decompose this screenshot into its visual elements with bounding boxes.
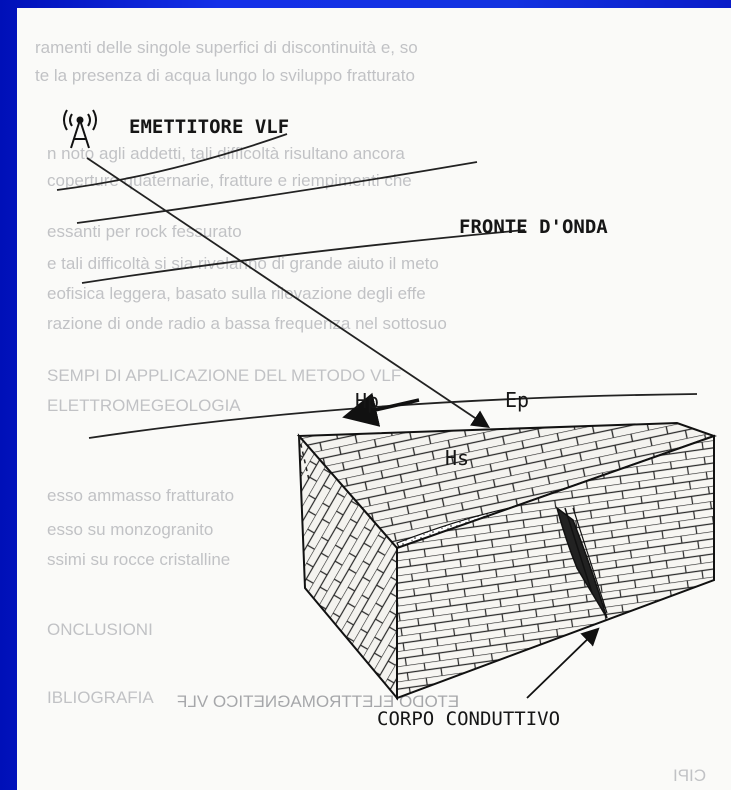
hp-label: Hp <box>355 389 380 413</box>
bleed-text-9: SEMPI DI APPLICAZIONE DEL METODO VLF <box>47 366 402 385</box>
bleed-text-15: IBLIOGRAFIA <box>47 688 154 707</box>
bleed-text-13: ssimi su rocce cristalline <box>47 550 231 569</box>
hp-arrow <box>342 392 420 427</box>
propagation-line <box>86 157 490 429</box>
ep-label: Ep <box>505 388 530 412</box>
vlf-diagram <box>56 109 718 701</box>
scanned-page: ramenti delle singole superfici di disco… <box>17 8 731 790</box>
bleed-text-5: essanti per rock fessurato <box>47 222 242 241</box>
conductor-pointer <box>526 627 600 699</box>
bleed-text-12: esso su monzogranito <box>47 520 214 539</box>
conductor-label: CORPO CONDUTTIVO <box>377 708 561 730</box>
antenna-icon <box>63 109 97 149</box>
bleed-text-8: razione di onde radio a bassa frequenza … <box>47 314 447 333</box>
wavefront-label: FRONTE D'ONDA <box>459 216 608 238</box>
ground-block <box>296 421 718 701</box>
bleed-text-2: te la presenza di acqua lungo lo svilupp… <box>35 66 415 85</box>
transmitter-label: EMETTITORE VLF <box>129 116 290 138</box>
bleed-text-7: eofisica leggera, basato sulla rilevazio… <box>47 284 426 303</box>
bleed-text-10: ELETTROMEGEOLOGIA <box>47 396 241 415</box>
bleed-text-14: ONCLUSIONI <box>47 620 153 639</box>
bleed-text-1: ramenti delle singole superfici di disco… <box>35 38 418 57</box>
bleed-text-11: esso ammasso fratturato <box>47 486 235 505</box>
hs-label: Hs <box>445 446 470 470</box>
